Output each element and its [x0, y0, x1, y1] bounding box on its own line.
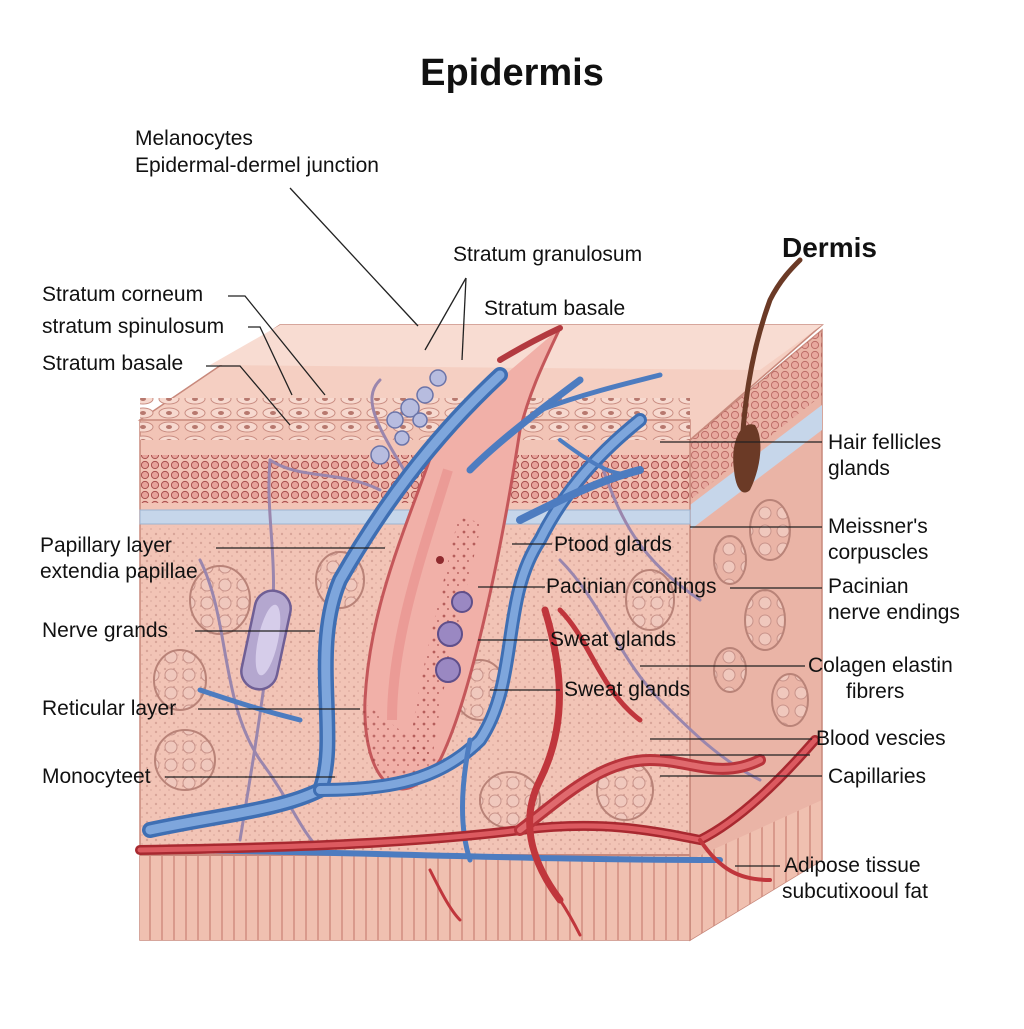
arteries [135, 606, 820, 937]
label-colagen-elastin: Colagen elastin [808, 654, 953, 677]
melanocyte-cluster [370, 369, 447, 465]
label-stratum-basale-left: Stratum basale [42, 352, 184, 375]
hair-follicle [360, 325, 563, 791]
label-papillary-layer: Papillary layer [40, 534, 172, 557]
hair-shaft [733, 257, 803, 493]
label-fibrers: fibrers [846, 680, 905, 703]
label-capillaries: Capillaries [828, 765, 927, 788]
label-pacinian: Pacinian [828, 575, 909, 598]
leader-lines [165, 187, 822, 867]
label-blood-vescies: Blood vescies [816, 727, 946, 750]
label-monocyteet: Monocyteet [42, 765, 151, 788]
label-pacinian-condings: Pacinian condings [546, 575, 717, 598]
label-stratum-granulosum: Stratum granulosum [453, 243, 643, 266]
label-sweat-glands-2: Sweat glands [564, 678, 691, 701]
sweat-gland-spheres [435, 591, 473, 683]
dermis-heading: Dermis [782, 232, 877, 263]
label-reticular-layer: Reticular layer [42, 697, 177, 720]
label-melanocytes: Melanocytes [135, 127, 253, 150]
label-adipose-tissue: Adipose tissue [784, 854, 921, 877]
label-extendia-papillae: extendia papillae [40, 560, 198, 583]
diagram-title: Epidermis [420, 52, 604, 94]
meissner-corpuscle [240, 589, 292, 691]
label-epidermal-junction: Epidermal-dermel junction [135, 154, 379, 177]
label-nerve-endings: nerve endings [828, 601, 960, 624]
label-stratum-corneum: Stratum corneum [42, 283, 204, 306]
label-meissners: Meissner's [828, 515, 928, 538]
label-glands: glands [828, 457, 890, 480]
label-nerve-grands: Nerve grands [42, 619, 169, 642]
label-sweat-glands-1: Sweat glands [550, 628, 677, 651]
label-hair-fellicles: Hair fellicles [828, 431, 942, 454]
label-stratum-spinulosum: stratum spinulosum [42, 315, 225, 338]
label-corpuscles: corpuscles [828, 541, 929, 564]
label-subcutixooul-fat: subcutixooul fat [782, 880, 928, 903]
label-ptood-glards: Ptood glards [554, 533, 672, 556]
veins [142, 367, 723, 863]
label-stratum-basale-top: Stratum basale [484, 297, 626, 320]
